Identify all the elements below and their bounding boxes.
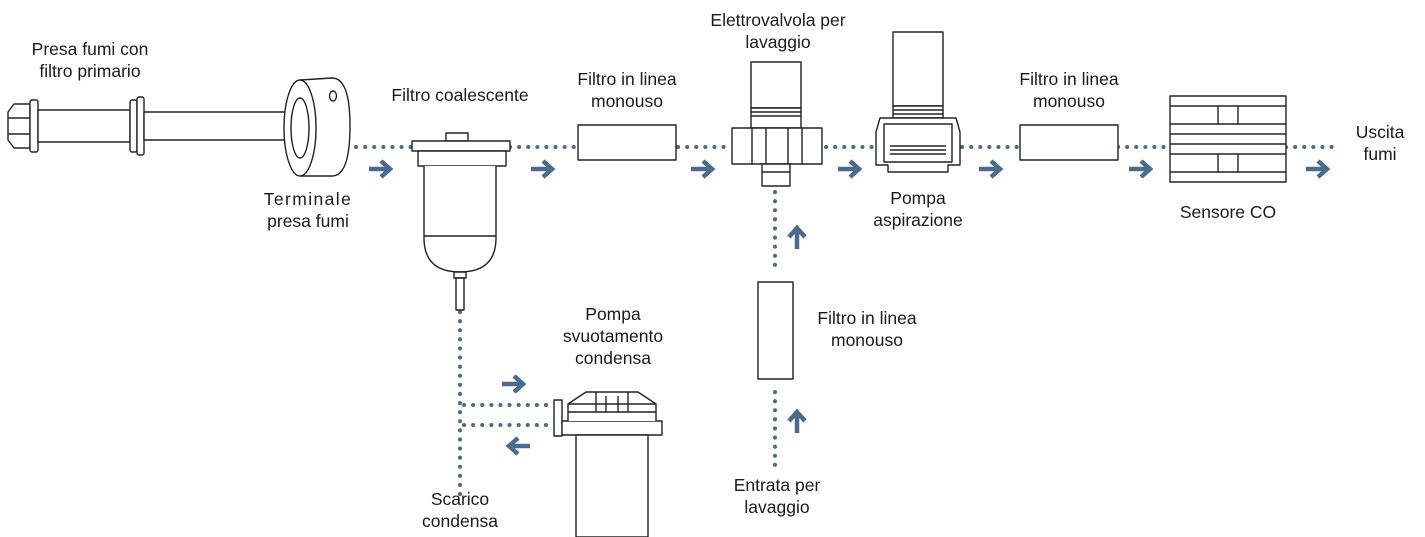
drain-pump: [553, 391, 663, 537]
label-terminal-line-2: presa fumi: [267, 211, 349, 231]
coalescing-filter: [411, 132, 511, 311]
arrow-right-icon: [1129, 159, 1154, 179]
label-inline-filter-3: Filtro in linea monouso: [797, 307, 937, 351]
label-drain-pump: Pompa svuotamento condensa: [543, 303, 683, 369]
arrow-right-icon: [369, 159, 394, 179]
arrow-right-icon: [691, 159, 716, 179]
arrow-left-icon: [505, 436, 530, 456]
label-outlet: Uscita fumi: [1340, 121, 1420, 165]
solenoid-valve: [731, 61, 823, 187]
label-intake-line-2: filtro primario: [39, 61, 141, 81]
label-inline-filter-1: Filtro in linea monouso: [557, 68, 697, 112]
inline-filter-1: [577, 124, 677, 161]
flow-lines: [354, 145, 1342, 500]
intake-probe: [7, 96, 301, 156]
flow-arrows: [369, 159, 1331, 456]
label-inline-filter-2-line-1: Filtro in linea: [1019, 69, 1119, 89]
inline-filter-2: [1019, 124, 1119, 161]
arrow-up-icon: [787, 224, 807, 249]
intake-terminal: [283, 77, 351, 177]
label-solenoid-valve-line-2: lavaggio: [745, 32, 811, 52]
label-co-sensor-line-1: Sensore CO: [1179, 202, 1277, 222]
co-sensor: [1169, 95, 1287, 183]
arrow-right-icon: [531, 159, 556, 179]
label-coalescing-filter: Filtro coalescente: [370, 84, 550, 106]
label-terminal-line-1: Terminale: [263, 189, 353, 209]
label-wash-inlet-line-1: Entrata per: [733, 475, 821, 495]
label-solenoid-valve-line-1: Elettrovalvola per: [710, 10, 846, 30]
arrow-up-icon: [787, 408, 807, 433]
label-intake: Presa fumi con filtro primario: [0, 38, 180, 82]
label-inline-filter-1-line-1: Filtro in linea: [577, 69, 677, 89]
label-inline-filter-1-line-2: monouso: [591, 91, 663, 111]
label-wash-inlet-line-2: lavaggio: [744, 497, 810, 517]
label-wash-inlet: Entrata per lavaggio: [712, 474, 842, 518]
label-inline-filter-2: Filtro in linea monouso: [999, 68, 1139, 112]
label-drain-pump-line-3: condensa: [575, 348, 651, 368]
label-solenoid-valve: Elettrovalvola per lavaggio: [693, 9, 863, 53]
label-condensate-drain: Scarico condensa: [408, 488, 512, 532]
label-inline-filter-3-line-1: Filtro in linea: [817, 308, 917, 328]
label-suction-pump: Pompa aspirazione: [858, 187, 978, 231]
label-suction-pump-line-1: Pompa: [890, 188, 946, 208]
inline-filter-3: [757, 281, 794, 380]
label-drain-pump-line-2: svuotamento: [562, 326, 664, 346]
label-coalescing-filter-line-1: Filtro coalescente: [391, 85, 529, 105]
arrow-right-icon: [502, 374, 527, 394]
arrow-right-icon: [838, 159, 863, 179]
arrow-right-icon: [979, 159, 1004, 179]
label-drain-pump-line-1: Pompa: [585, 304, 641, 324]
suction-pump: [875, 31, 961, 173]
label-inline-filter-2-line-2: monouso: [1033, 91, 1105, 111]
label-intake-line-1: Presa fumi con: [31, 39, 149, 59]
label-outlet-line-1: Uscita: [1355, 122, 1405, 142]
label-suction-pump-line-2: aspirazione: [873, 210, 963, 230]
label-condensate-drain-line-1: Scarico: [430, 489, 490, 509]
arrow-right-icon: [1306, 159, 1331, 179]
label-co-sensor: Sensore CO: [1163, 201, 1293, 223]
label-condensate-drain-line-2: condensa: [422, 511, 498, 531]
label-inline-filter-3-line-2: monouso: [831, 330, 903, 350]
label-outlet-line-2: fumi: [1363, 144, 1397, 164]
label-terminal: Terminale presa fumi: [238, 188, 378, 232]
